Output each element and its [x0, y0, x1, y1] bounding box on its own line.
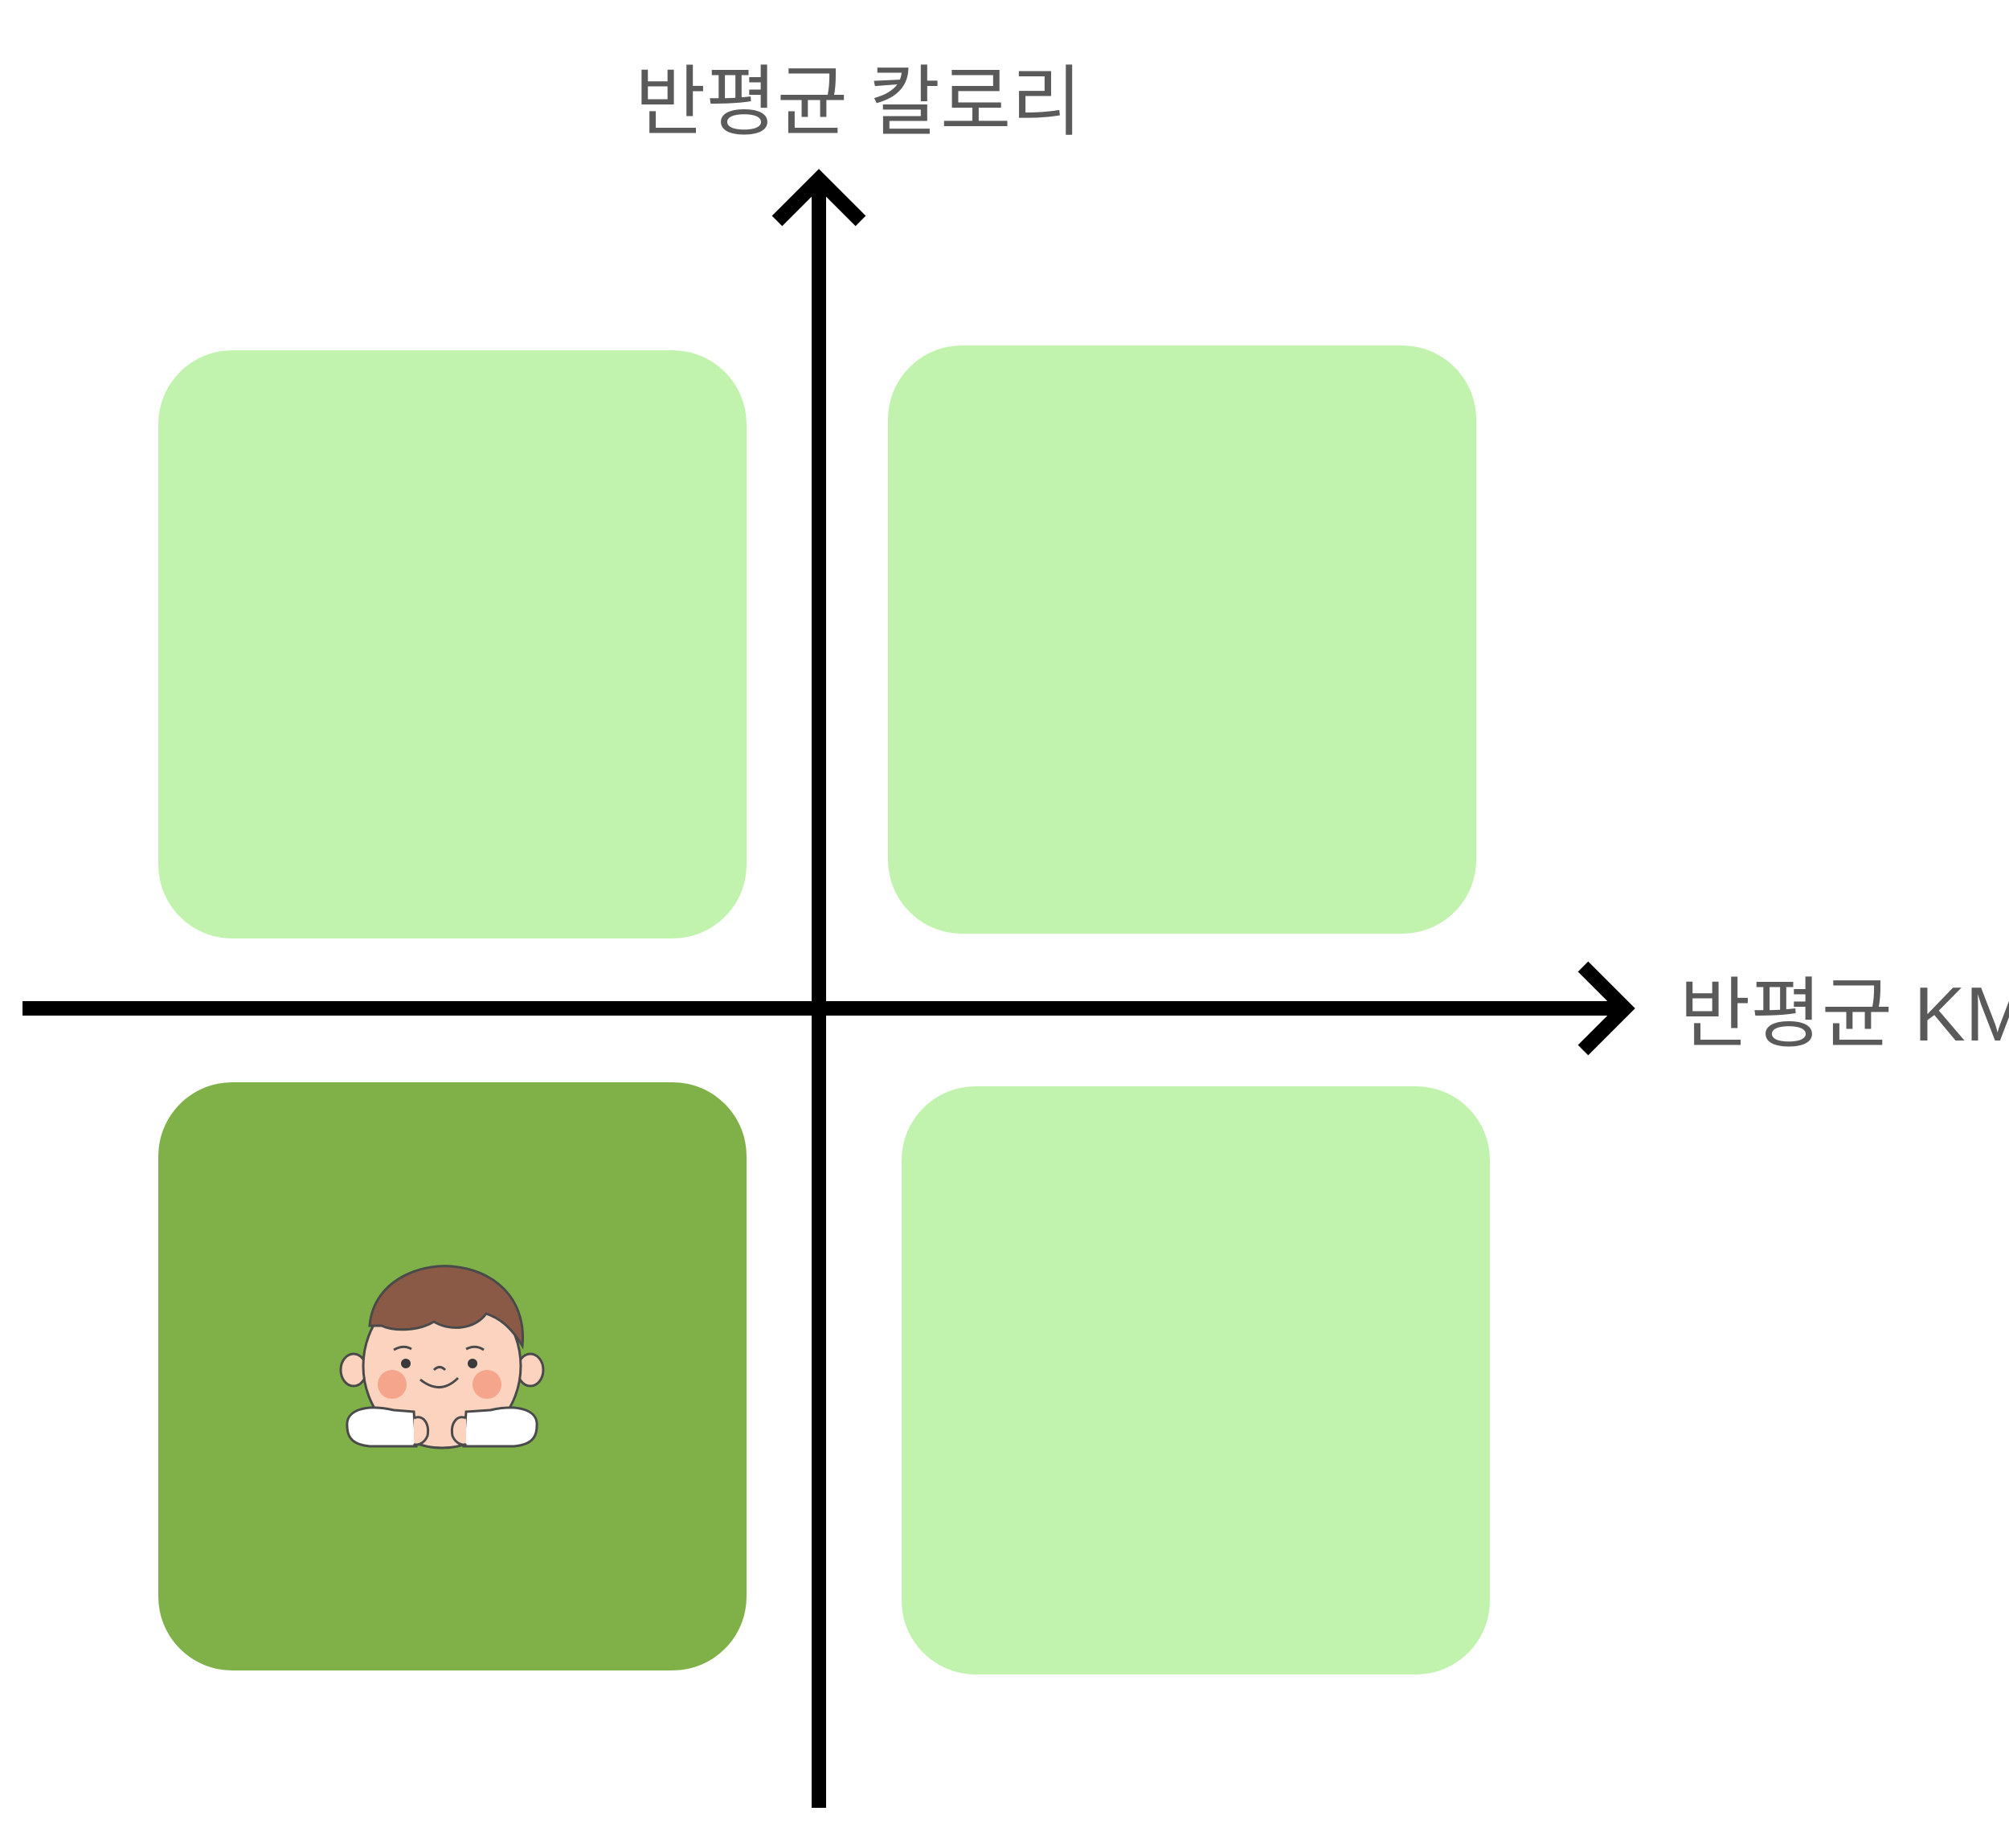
quadrant-bottom-right: [902, 1086, 1490, 1674]
y-axis-arrowhead: [771, 169, 866, 227]
quadrant-top-right: [888, 345, 1476, 934]
y-axis-label: 반평균 칼로리: [635, 59, 1082, 145]
x-axis-arrowhead: [1577, 961, 1635, 1056]
child-face-icon: [339, 1265, 545, 1449]
quadrant-top-left: [158, 350, 747, 938]
x-axis-label: 반평균 KM: [1680, 971, 2009, 1057]
